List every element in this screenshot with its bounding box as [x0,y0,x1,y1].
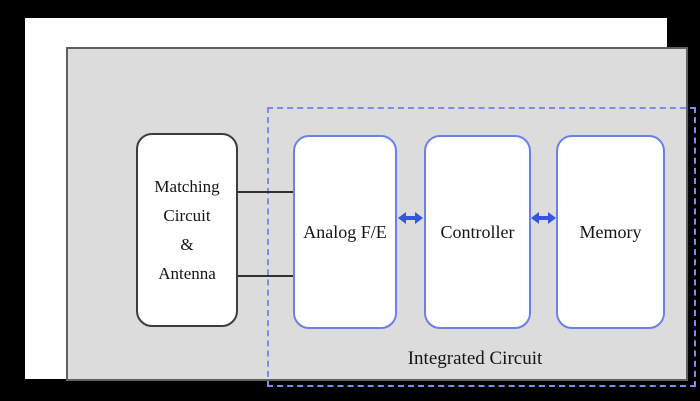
block-label: Memory [579,221,642,242]
arrow-shaft [406,215,415,220]
block-memory: Memory [556,135,665,329]
block-matching-circuit-antenna: Matching Circuit & Antenna [136,133,238,327]
connector-line-top [238,191,294,193]
connector-line-bottom [238,275,294,277]
arrow-head-right [415,211,423,224]
integrated-circuit-label: Integrated Circuit [407,348,543,369]
arrow-head-left [398,211,406,224]
page-sheet: Matching Circuit & Antenna Analog F/E Co… [25,18,696,387]
diagram-panel: Matching Circuit & Antenna Analog F/E Co… [66,47,696,387]
bidirectional-arrow-icon [531,211,556,224]
bidirectional-arrow-icon [398,211,423,224]
arrow-head-left [531,211,539,224]
block-label-line: Antenna [158,264,216,283]
block-label-line: Matching [154,177,220,196]
block-label: Controller [440,221,515,242]
block-controller: Controller [424,135,531,329]
arrow-shaft [539,215,548,220]
block-analog-fe: Analog F/E [293,135,397,329]
block-label-line: Circuit [163,206,211,225]
integrated-circuit-region [267,107,696,387]
block-label: Analog F/E [303,221,387,242]
block-label-line: & [180,235,194,254]
arrow-head-right [548,211,556,224]
